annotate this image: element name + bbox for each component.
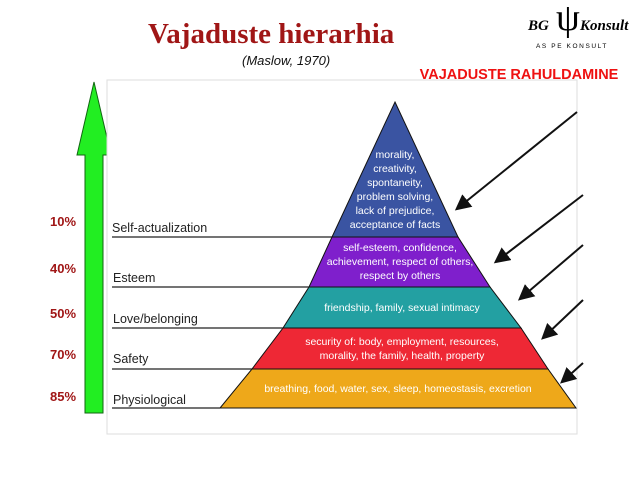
pointer-arrow-icon [517,244,584,301]
company-logo: BG ψ Konsult AS PE KONSULT [518,0,638,58]
tier-text-line: self-esteem, confidence, [343,242,457,254]
page-title: Vajaduste hierarhia [148,18,395,50]
pointer-arrow-icon [560,362,584,384]
tier-text-line: problem solving, [357,191,433,203]
label-safety: Safety [113,352,149,366]
label-self-actualization: Self-actualization [112,221,207,235]
label-physiological: Physiological [113,393,186,407]
pointer-arrow-icon [454,111,578,211]
pointer-arrow-icon [541,299,584,340]
tier-text-line: lack of prejudice, [356,205,435,217]
percent-self-actualization: 10% [50,214,77,229]
label-love-belonging: Love/belonging [113,312,198,326]
tier-safety [250,327,549,370]
tier-text-line: security of: body, employment, resources… [305,336,499,348]
tier-text-line: creativity, [373,163,417,175]
note-line-1: VAJADUSTE RAHULDAMINE [419,67,619,83]
tier-text-line: breathing, food, water, sex, sleep, home… [264,383,531,395]
pointer-arrow-icon [493,194,584,264]
tier-text-line: morality, [376,149,415,161]
logo-tagline: AS PE KONSULT [536,43,608,50]
psi-icon: ψ [556,0,580,39]
tier-physiological [218,368,577,409]
tier-text-line: spontaneity, [367,177,423,189]
logo-right-text: Konsult [580,18,629,34]
percent-safety: 70% [50,347,77,362]
tier-text-line: achievement, respect of others, [327,256,474,268]
up-arrow-icon [76,81,112,414]
tier-text-line: friendship, family, sexual intimacy [324,302,480,314]
page-subtitle: (Maslow, 1970) [242,53,331,68]
logo-left-text: BG [528,18,549,34]
label-esteem: Esteem [113,271,155,285]
percent-physiological: 85% [50,389,77,404]
percent-love-belonging: 50% [50,306,77,321]
tier-text-line: respect by others [360,270,441,282]
tier-text-line: acceptance of facts [350,219,440,231]
percent-esteem: 40% [50,261,77,276]
tier-text-line: morality, the family, health, property [320,350,486,362]
